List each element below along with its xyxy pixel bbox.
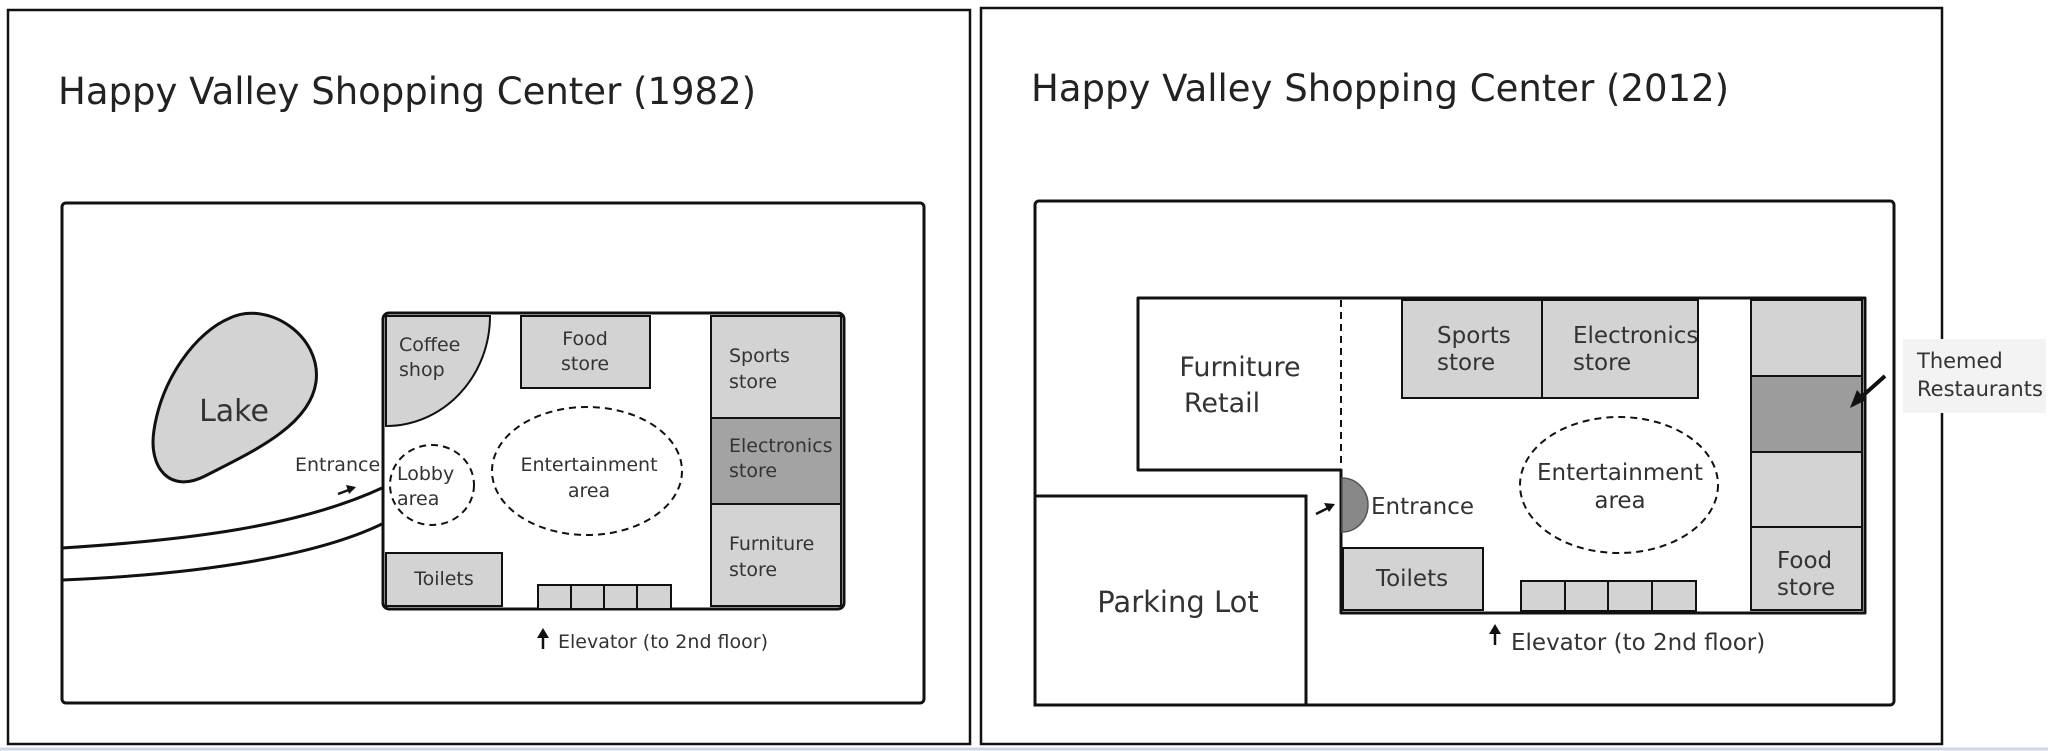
food-store-label-1: Food [562,328,608,350]
furniture-store-label-1: Furniture [729,533,814,555]
themed-restaurants-label-2: Restaurants [1917,377,2043,401]
food-store-2012-label-2: store [1777,575,1835,601]
toilets-1982 [385,552,503,607]
site-boundary-1982 [60,201,926,705]
food-store-1982 [520,315,651,389]
entrance-marker-2012 [1341,477,1369,533]
sports-store-2012-label-2: store [1437,350,1495,376]
sports-store-label-2: store [729,371,777,393]
entertainment-area-2012 [1519,416,1719,554]
lobby-area [389,444,475,526]
electronics-store-2012-label-1: Electronics [1573,323,1698,349]
map-title-2012: Happy Valley Shopping Center (2012) [1031,67,1729,110]
themed-restaurants-callout-box [1903,339,2046,413]
parking-lot [1033,494,1308,707]
themed-restaurants-arrow [1856,374,1887,402]
map-title-1982: Happy Valley Shopping Center (1982) [58,70,756,113]
coffee-shop [385,315,492,428]
entertainment-area-1982 [491,406,683,536]
furniture-retail-label-2: Retail [1184,388,1260,419]
themed-restaurants [1750,375,1863,453]
lobby-label-2: area [397,488,439,510]
lake-label: Lake [199,394,269,429]
sports-store-2012 [1401,299,1543,399]
map-2012-panel: Happy Valley Shopping Center (2012) [979,6,2046,746]
food-store-label-2: store [561,353,609,375]
lobby-label-1: Lobby [397,463,454,485]
coffee-shop-label-2: shop [399,359,445,381]
entertainment-label-1: Entertainment [520,454,657,476]
entertainment-label-2: area [568,480,610,502]
entertainment-2012-label-1: Entertainment [1537,460,1703,486]
right-store-3 [1750,451,1863,528]
toilets-2012 [1342,547,1484,611]
electronics-store-2012 [1541,299,1699,399]
toilets-label-2012: Toilets [1375,566,1448,592]
elevator-1982 [537,584,672,610]
themed-restaurants-label-1: Themed [1916,349,2003,373]
coffee-shop-label-1: Coffee [399,334,460,356]
food-store-2012-label-1: Food [1777,548,1832,574]
elevator-label-1982: Elevator (to 2nd floor) [558,631,768,653]
food-store-2012 [1750,526,1863,611]
elevator-label-2012: Elevator (to 2nd floor) [1511,630,1765,656]
furniture-store-1982 [710,503,842,607]
sports-store-2012-label-1: Sports [1437,323,1511,349]
furniture-retail-label-1: Furniture [1179,352,1300,383]
road-edge-bottom [61,522,383,582]
electronics-store-label-1: Electronics [729,435,833,457]
electronics-store-1982 [710,417,842,505]
parking-lot-label: Parking Lot [1097,585,1259,619]
lake [151,311,318,484]
sports-store-1982 [710,315,842,419]
entrance-label-1982: Entrance [295,454,380,476]
sports-store-label-1: Sports [729,345,790,367]
furniture-store-label-2: store [729,559,777,581]
toilets-label-1982: Toilets [413,568,474,590]
site-boundary-2012 [1033,199,1896,707]
road-edge-top [61,486,383,550]
electronics-store-2012-label-2: store [1573,350,1631,376]
right-store-1 [1750,299,1863,377]
entertainment-2012-label-2: area [1594,488,1645,514]
elevator-2012 [1520,580,1697,612]
electronics-store-label-2: store [729,460,777,482]
map-1982-panel: Happy Valley Shopping Center (1982) [6,8,972,746]
entrance-label-2012: Entrance [1371,494,1474,520]
